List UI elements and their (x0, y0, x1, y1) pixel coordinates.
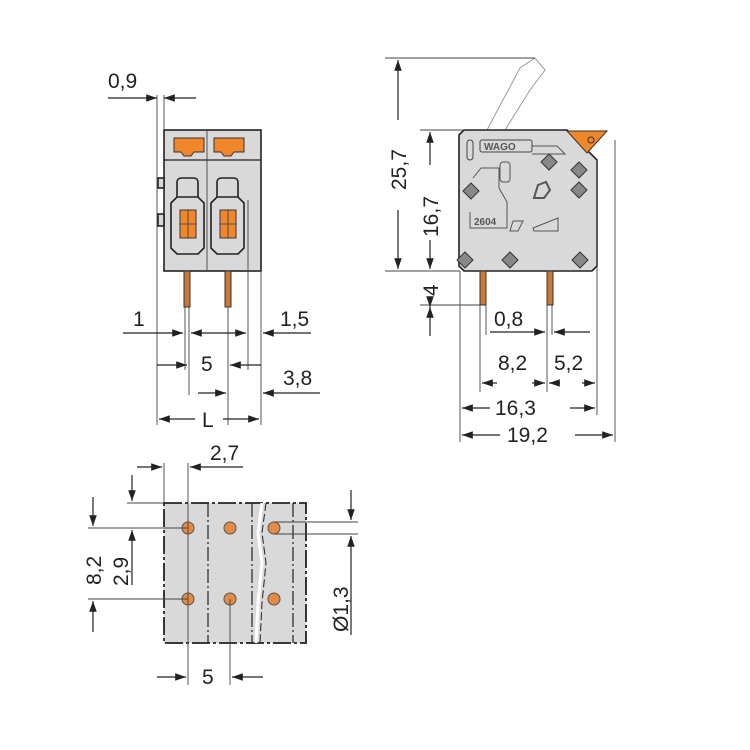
dim-side-25-7: 25,7 (388, 149, 411, 190)
dim-side-0-8: 0,8 (494, 308, 523, 331)
hole (223, 521, 237, 535)
dim-side-19-2: 19,2 (507, 424, 548, 447)
side-pin-2 (546, 270, 554, 306)
pin-2 (224, 270, 232, 308)
test-slot (466, 139, 474, 161)
dim-bottom-diameter: Ø1,3 (330, 586, 353, 632)
center-lines (207, 503, 294, 643)
mounting-point-icons (456, 153, 589, 269)
bottom-extension-lines (88, 463, 358, 685)
front-extension-lines (156, 95, 262, 425)
hole (267, 521, 281, 535)
actuator-1 (173, 137, 205, 157)
dim-side-8-2: 8,2 (498, 352, 527, 375)
side-view: WAGO 2604 (385, 57, 616, 447)
dim-bottom-5: 5 (202, 666, 214, 689)
side-extension-lines (385, 57, 616, 442)
wire-entry-1 (170, 177, 205, 255)
dim-front-1: 1 (133, 308, 145, 331)
wago-logo: WAGO (484, 142, 516, 153)
dim-front-5: 5 (201, 353, 213, 376)
bottom-view: 2,7 8,2 2,9 Ø1,3 5 (83, 442, 358, 689)
dim-side-16-7: 16,7 (420, 196, 443, 237)
bottom-dimension-arrows (89, 463, 355, 681)
dim-bottom-2-7: 2,7 (210, 442, 239, 465)
actuator-marker-icon (587, 136, 595, 144)
front-view: 0,9 1 1,5 5 3,8 L (108, 70, 320, 432)
dim-side-16-3: 16,3 (495, 397, 536, 420)
side-actuator (565, 130, 609, 154)
side-latch-lower (157, 213, 165, 227)
dim-front-0-9: 0,9 (108, 70, 137, 93)
hole (267, 592, 281, 606)
dim-bottom-2-9: 2,9 (110, 557, 133, 586)
lever-outline (486, 57, 546, 131)
dim-bottom-8-2: 8,2 (83, 556, 106, 585)
front-dimension-arrows (108, 94, 320, 423)
side-dimension-arrows (394, 60, 613, 439)
dim-front-1-5: 1,5 (280, 308, 309, 331)
dim-side-4: 4 (420, 284, 443, 296)
actuator-2 (213, 137, 245, 157)
part-number: 2604 (474, 217, 497, 228)
dim-front-L: L (202, 409, 214, 432)
side-latch-upper (157, 177, 165, 189)
housing-moulding-contours (469, 145, 567, 232)
dim-side-5-2: 5,2 (554, 352, 583, 375)
wire-entry-2 (210, 177, 245, 255)
dim-front-3-8: 3,8 (283, 367, 312, 390)
break-line (254, 502, 267, 644)
pin-1 (183, 270, 191, 308)
side-pin-1 (479, 270, 487, 306)
